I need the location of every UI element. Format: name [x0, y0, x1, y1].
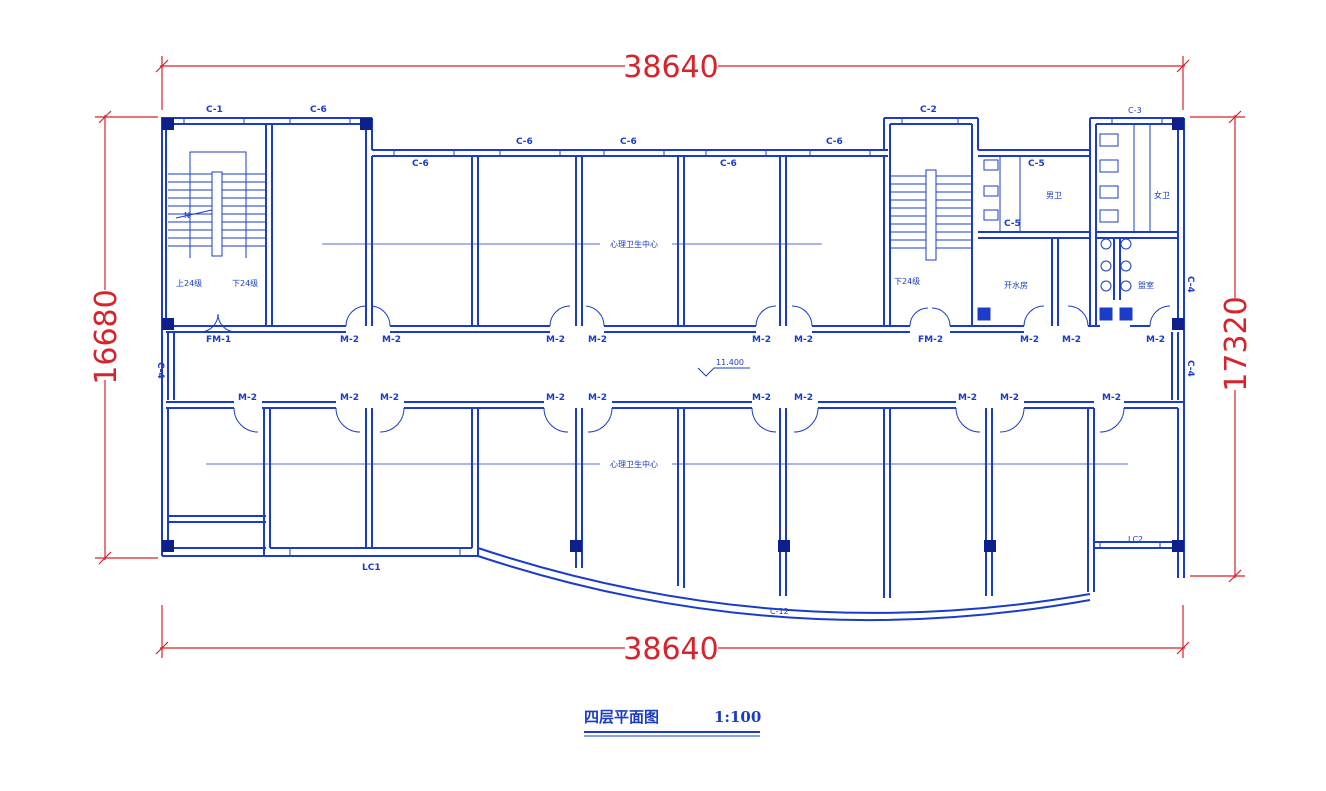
- door-label-m2: M-2: [380, 393, 399, 403]
- dimension-top: 38640: [623, 50, 718, 85]
- walls: [161, 117, 1185, 622]
- window-label-c4: C-4: [1185, 276, 1195, 293]
- window-label-c6: C-6: [516, 137, 533, 147]
- door-label-m2: M-2: [546, 393, 565, 403]
- stair-right: [890, 169, 972, 261]
- room-label-men-wc: 男卫: [1046, 191, 1062, 200]
- stair-label-up: 上24级: [176, 278, 202, 288]
- drawing-scale: 1:100: [714, 708, 761, 726]
- door-label-m2: M-2: [382, 335, 401, 345]
- door-label-m2: M-2: [794, 335, 813, 345]
- window-label-c2: C-2: [920, 105, 937, 115]
- window-label-c6: C-6: [720, 159, 737, 169]
- windows: [183, 117, 1163, 557]
- window-label-c12: C-12: [770, 607, 789, 616]
- window-label-c1: C-1: [206, 105, 223, 115]
- room-label-women-wc: 女卫: [1154, 190, 1170, 200]
- stair-label-down: 下24级: [232, 278, 258, 288]
- dimension-lines: [95, 56, 1245, 658]
- door-label-m2: M-2: [958, 393, 977, 403]
- window-label-c4: C-4: [155, 362, 165, 379]
- door-label-fm1: FM-1: [206, 335, 231, 345]
- window-label-c4: C-4: [1185, 360, 1195, 377]
- window-label-lc1: LC1: [362, 563, 381, 573]
- door-label-m2: M-2: [588, 335, 607, 345]
- room-label-center-bottom: 心理卫生中心: [610, 459, 658, 469]
- window-label-c6: C-6: [620, 137, 637, 147]
- door-label-m2: M-2: [238, 393, 257, 403]
- columns: [162, 118, 1184, 552]
- room-label-water-room: 开水房: [1004, 280, 1028, 290]
- door-label-m2: M-2: [752, 393, 771, 403]
- window-label-c6: C-6: [412, 159, 429, 169]
- window-label-c6: C-6: [826, 137, 843, 147]
- dimension-bottom: 38640: [623, 632, 718, 667]
- door-label-m2: M-2: [340, 393, 359, 403]
- door-label-fm2: FM-2: [918, 335, 943, 345]
- stair-left: [168, 151, 266, 258]
- window-label-c3: C-3: [1128, 106, 1142, 115]
- dimension-right: 17320: [1219, 296, 1254, 391]
- door-label-m2: M-2: [1000, 393, 1019, 403]
- stair-label-down: 下24级: [894, 276, 920, 286]
- floor-level: 11.400: [716, 358, 744, 367]
- door-label-m2: M-2: [546, 335, 565, 345]
- door-label-m2: M-2: [340, 335, 359, 345]
- door-label-m2: M-2: [1146, 335, 1165, 345]
- door-label-m2: M-2: [1062, 335, 1081, 345]
- window-label-c5: C-5: [1004, 219, 1021, 229]
- door-label-m2: M-2: [752, 335, 771, 345]
- stair-north-mark: N: [184, 211, 190, 220]
- room-label-wash-room: 盥室: [1138, 280, 1154, 290]
- drawing-title: 四层平面图: [584, 708, 659, 726]
- window-label-c5: C-5: [1028, 159, 1045, 169]
- centre-lines: [206, 243, 1128, 465]
- window-label-lc2: LC2: [1128, 535, 1143, 544]
- level-marker: [697, 367, 750, 377]
- window-label-c6: C-6: [310, 105, 327, 115]
- door-label-m2: M-2: [1102, 393, 1121, 403]
- room-label-center-top: 心理卫生中心: [610, 239, 658, 249]
- door-label-m2: M-2: [794, 393, 813, 403]
- sanitary-fixtures: [977, 133, 1133, 321]
- door-swings: [199, 305, 1171, 433]
- door-label-m2: M-2: [588, 393, 607, 403]
- dimension-left: 16680: [89, 289, 124, 384]
- door-label-m2: M-2: [1020, 335, 1039, 345]
